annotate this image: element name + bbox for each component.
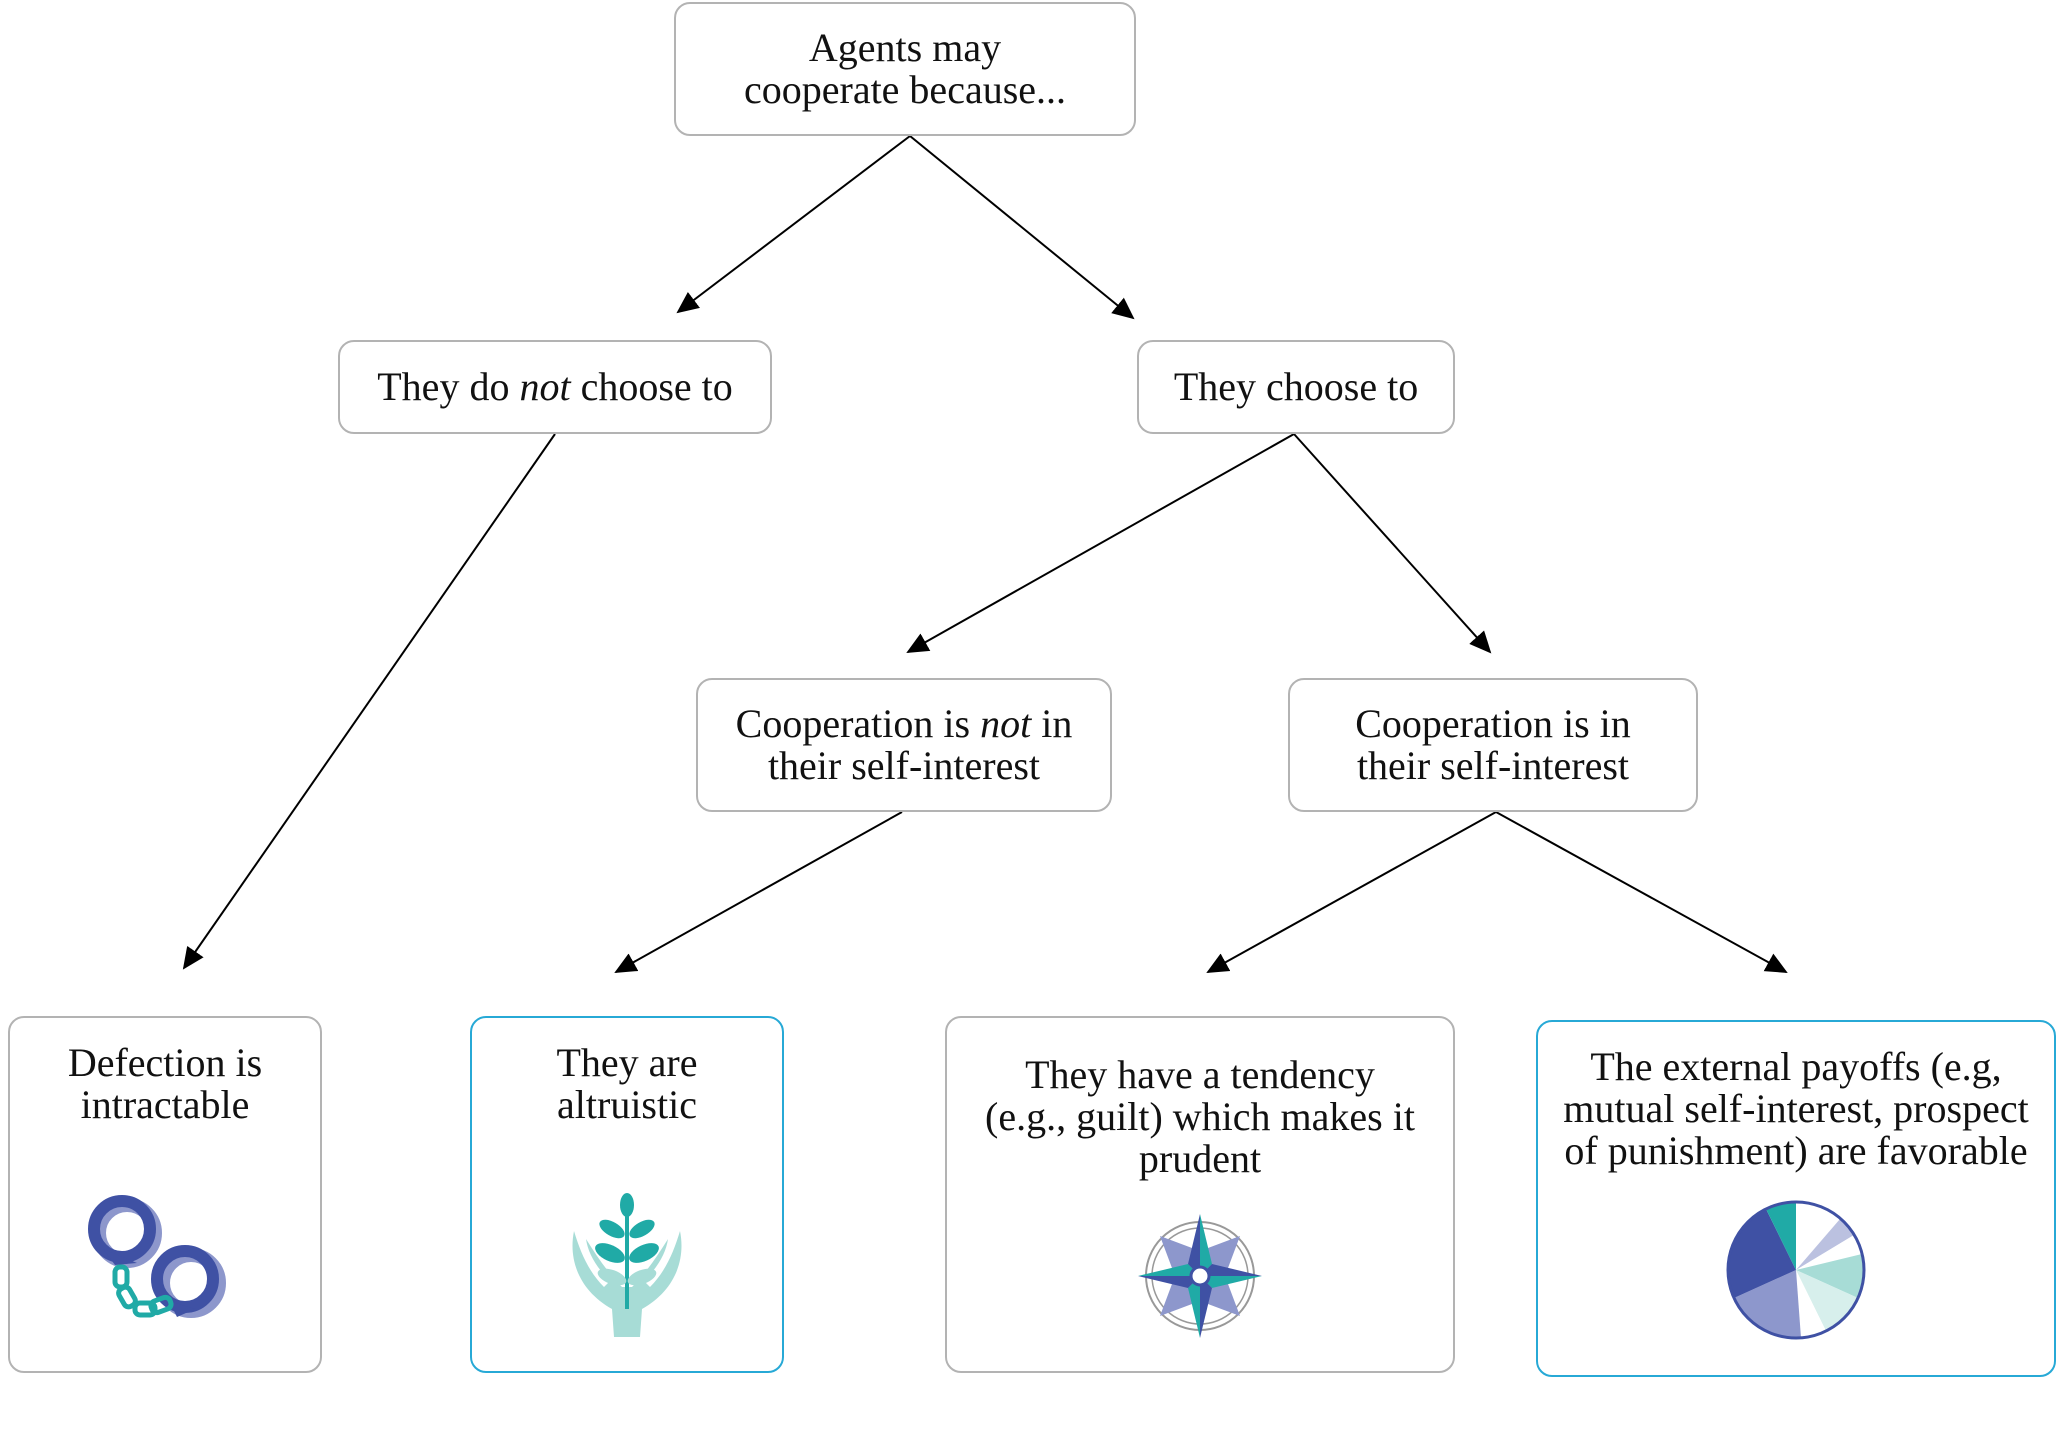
not-choose-label: They do not choose to xyxy=(377,364,733,409)
altruistic-node: They are altruistic xyxy=(470,1016,784,1373)
choose-node: They choose to xyxy=(1137,340,1455,434)
altruistic-label: They are altruistic xyxy=(556,1040,698,1127)
edge-root-to-choose xyxy=(909,135,1135,320)
payoffs-label: The external payoffs (e.g, mutual self-i… xyxy=(1563,1044,2029,1173)
self-interest-node: Cooperation is in their self-interest xyxy=(1288,678,1698,812)
root-label: Agents may cooperate because... xyxy=(743,25,1067,112)
choose-label: They choose to xyxy=(1173,364,1419,409)
edge-choose-to-not-self-interest xyxy=(906,433,1295,653)
edge-not-self-interest-to-altruistic xyxy=(614,811,903,973)
edge-self-interest-to-payoffs xyxy=(1495,811,1788,973)
not-choose-node: They do not choose to xyxy=(338,340,772,434)
self-interest-label: Cooperation is in their self-interest xyxy=(1355,701,1631,788)
edge-choose-to-self-interest xyxy=(1293,433,1492,654)
not-self-interest-node: Cooperation is not in their self-interes… xyxy=(696,678,1112,812)
not-self-interest-label: Cooperation is not in their self-interes… xyxy=(735,701,1073,788)
plant-in-hands-icon xyxy=(572,1193,682,1337)
edge-self-interest-to-tendency xyxy=(1206,811,1497,973)
edge-not-choose-to-intractable xyxy=(182,433,556,970)
tendency-label: They have a tendency (e.g., guilt) which… xyxy=(985,1052,1415,1181)
handcuffs-icon xyxy=(88,1195,226,1318)
payoffs-node: The external payoffs (e.g, mutual self-i… xyxy=(1536,1020,2056,1377)
tendency-node: They have a tendency (e.g., guilt) which… xyxy=(945,1016,1455,1373)
intractable-label: Defection is intractable xyxy=(67,1040,263,1127)
edge-root-to-not-choose xyxy=(676,135,911,314)
root-node: Agents may cooperate because... xyxy=(674,2,1136,136)
pie-chart-icon xyxy=(1726,1200,1866,1340)
intractable-node: Defection is intractable xyxy=(8,1016,322,1373)
compass-icon xyxy=(1138,1214,1262,1338)
